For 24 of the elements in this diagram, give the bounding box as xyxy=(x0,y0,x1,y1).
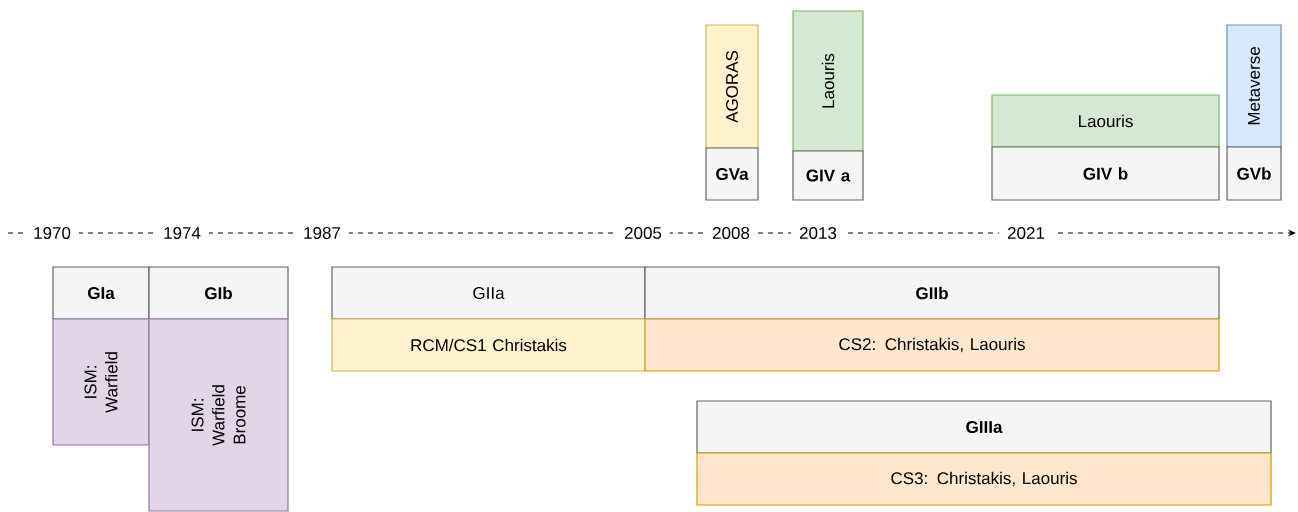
year-label: 1987 xyxy=(295,224,349,242)
label-box: CS3: Christakis, Laouris xyxy=(696,452,1272,506)
header-box: GIIb xyxy=(644,266,1220,320)
label-box: Laouris xyxy=(792,10,864,152)
year-label: 1970 xyxy=(25,224,79,242)
header-box: GIIIa xyxy=(696,400,1272,454)
label-box: Metaverse xyxy=(1226,24,1282,148)
label-box: Laouris xyxy=(991,94,1220,148)
header-box: GVb xyxy=(1226,146,1282,201)
label-box: AGORAS xyxy=(705,24,759,149)
label-box: RCM/CS1 Christakis xyxy=(331,318,646,372)
header-box: GVa xyxy=(705,147,759,201)
label-box: ISM: Warfield xyxy=(52,318,150,446)
label-box: CS2: Christakis, Laouris xyxy=(644,318,1220,372)
header-box: GIIa xyxy=(331,266,646,320)
year-label: 2013 xyxy=(791,224,845,242)
header-box: GIV b xyxy=(991,146,1220,201)
year-label: 2008 xyxy=(704,224,758,242)
year-label: 2021 xyxy=(999,224,1053,242)
year-label: 1974 xyxy=(155,224,209,242)
year-label: 2005 xyxy=(616,224,670,242)
header-box: GIa xyxy=(52,266,150,320)
header-box: GIV a xyxy=(792,150,864,201)
header-box: GIb xyxy=(148,266,289,320)
